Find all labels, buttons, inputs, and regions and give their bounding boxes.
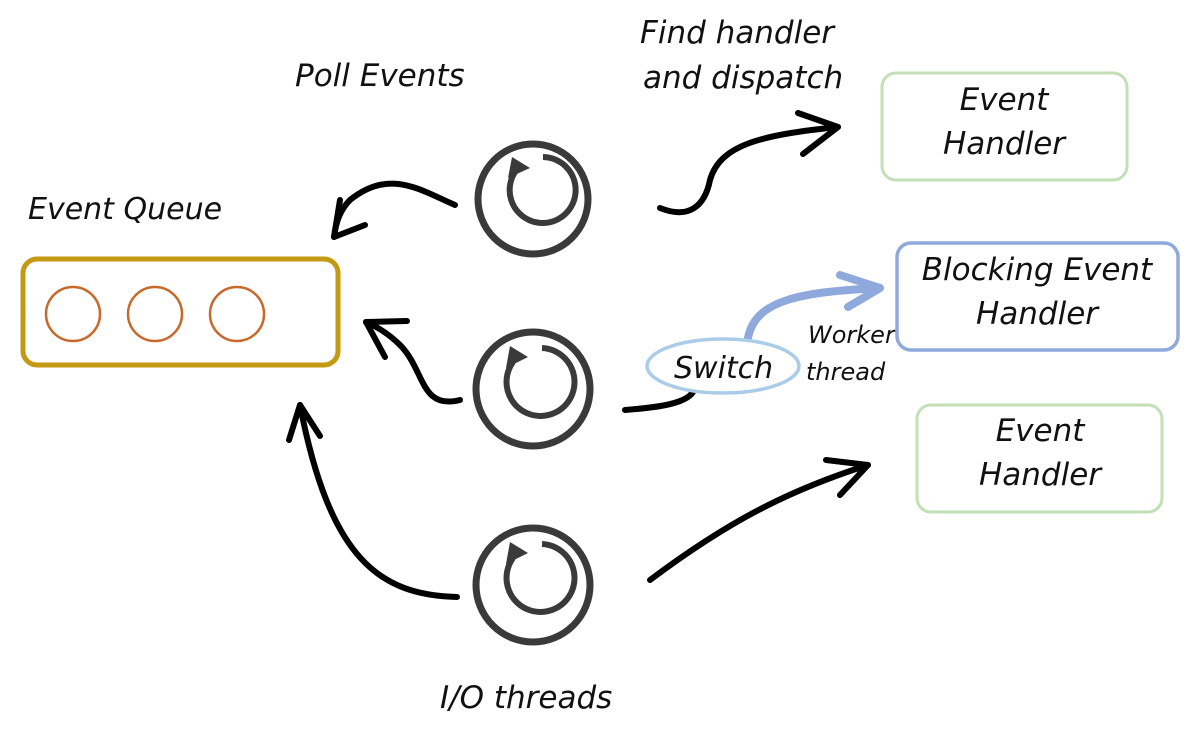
arrow-loop1-to-queue <box>331 180 458 240</box>
event-loop-3 <box>472 524 594 646</box>
worker-thread-label-line1: Worker <box>808 321 897 349</box>
arrow-loop2-to-queue <box>363 318 463 405</box>
queue-item <box>44 285 102 343</box>
queue-item <box>126 285 184 343</box>
blocking-event-handler: Blocking Event Handler <box>895 241 1180 352</box>
blocking-event-handler-box <box>895 241 1180 352</box>
worker-thread-label-line2: thread <box>806 358 886 386</box>
arrow-loop2-to-switch <box>622 389 696 413</box>
refresh-loop-icon <box>506 154 579 226</box>
event-loop-2 <box>472 328 594 450</box>
switch-node: Switch <box>645 337 801 395</box>
handler-1-line1: Event <box>960 82 1051 118</box>
queue-item <box>208 285 266 343</box>
handler-3-line2: Handler <box>979 457 1103 493</box>
event-handler-box <box>880 71 1129 182</box>
event-queue-label: Event Queue <box>28 192 222 227</box>
io-threads-label: I/O threads <box>440 680 612 716</box>
event-handler-box <box>915 403 1164 514</box>
poll-events-label: Poll Events <box>295 58 465 94</box>
loop-arrowhead-icon <box>506 346 528 368</box>
event-queue-box <box>20 256 341 368</box>
handler-1-line2: Handler <box>943 126 1067 162</box>
worker-thread-arrow <box>744 284 884 342</box>
arrow-loop3-to-queue <box>286 402 460 600</box>
event-handler-3: Event Handler <box>915 403 1164 514</box>
arrow-loop3-to-handler-3 <box>647 457 871 583</box>
event-handler-1: Event Handler <box>880 71 1129 182</box>
refresh-loop-icon <box>503 541 578 615</box>
worker-thread-arrowhead <box>836 271 884 311</box>
event-queue <box>20 256 341 368</box>
arrow-switch-to-blocking-handler <box>744 271 884 342</box>
refresh-loop-icon <box>503 345 578 419</box>
switch-ellipse <box>645 337 801 395</box>
handler-2-line1: Blocking Event <box>922 252 1154 288</box>
event-loop-1 <box>474 140 592 258</box>
switch-label: Switch <box>674 351 773 386</box>
find-handler-label-line1: Find handler <box>640 15 836 51</box>
find-handler-label-line2: and dispatch <box>643 60 843 96</box>
loop-arrowhead-icon <box>506 542 528 564</box>
loop-arrowhead-icon <box>508 157 530 178</box>
handler-3-line1: Event <box>996 413 1087 449</box>
arrow-dispatch-to-handler-1 <box>657 110 841 216</box>
handler-2-line2: Handler <box>976 296 1100 332</box>
